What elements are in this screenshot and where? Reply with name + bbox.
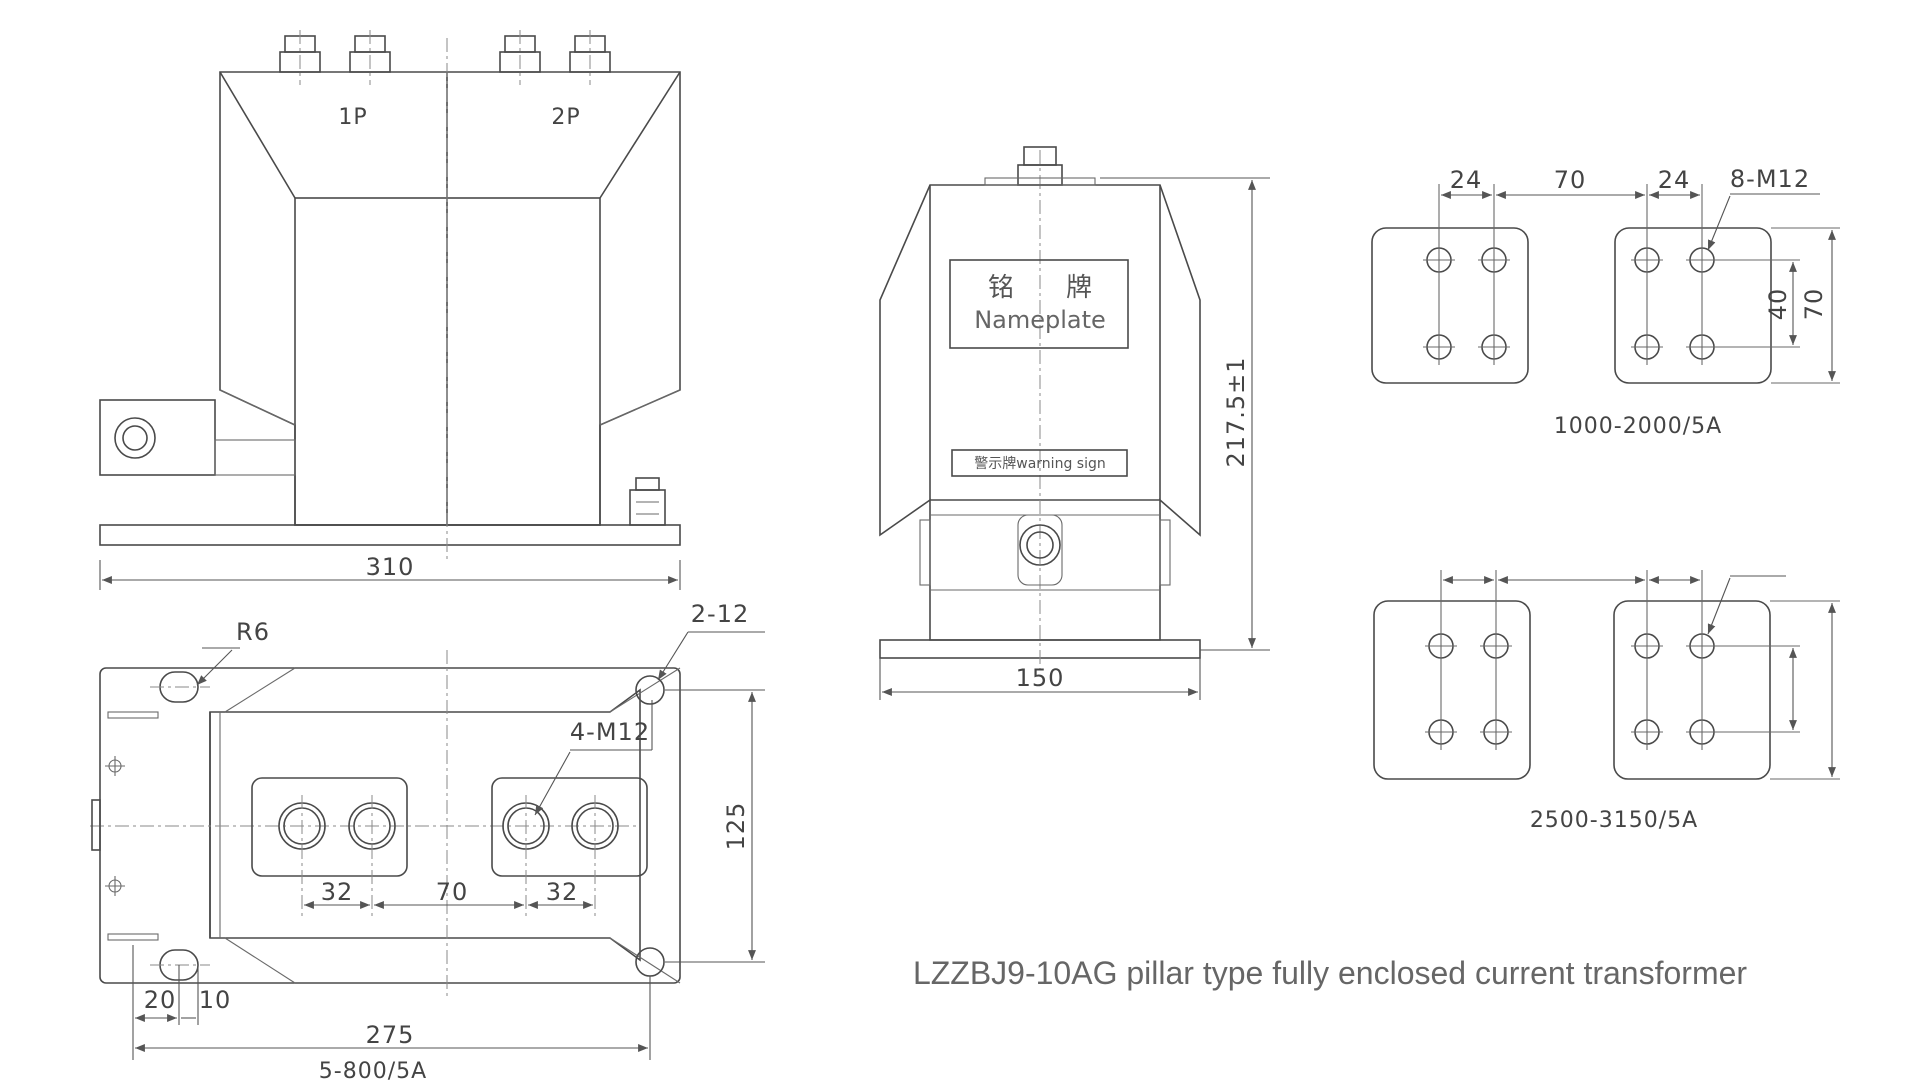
nameplate — [949, 259, 1129, 349]
front-view: 1P 2P 310 — [99, 30, 681, 590]
side-view: 铭 牌 Nameplate 警示牌warning sign 217.5±1 15… — [879, 146, 1270, 700]
warning-sign — [951, 449, 1128, 477]
front-base-plate — [99, 524, 681, 546]
mounting-hole-top — [635, 675, 665, 705]
detail1-dim-40: 40 — [1764, 288, 1792, 321]
front-width-dimension: 310 — [366, 553, 415, 581]
detail1-right-pad — [1614, 227, 1772, 384]
dim-70: 70 — [436, 878, 469, 906]
dim-20: 20 — [144, 986, 177, 1014]
holes-label: 2-12 — [691, 600, 749, 628]
plan-terminal-pad-1 — [251, 777, 408, 877]
plan-terminal-pad-2 — [491, 777, 648, 877]
front-ground-bolt — [629, 477, 666, 526]
dim-10: 10 — [199, 986, 232, 1014]
detail1-left-pad — [1371, 227, 1529, 384]
terminal-1p-label: 1P — [338, 105, 367, 130]
terminal-detail-1000-2000: 24 70 24 8-M12 40 70 1000-2000/5A — [1371, 165, 1840, 439]
dim-32-right: 32 — [546, 878, 579, 906]
detail1-threads-label: 8-M12 — [1730, 165, 1810, 193]
ratio-label-5-800: 5-800/5A — [319, 1059, 427, 1082]
detail1-dim-70-vertical: 70 — [1800, 288, 1828, 321]
nameplate-english: Nameplate — [974, 306, 1106, 334]
terminal-detail-2500-3150: 2500-3150/5A — [1373, 570, 1840, 833]
warning-sign-text: 警示牌warning sign — [974, 455, 1105, 472]
front-secondary-bushing — [114, 417, 156, 459]
figure-caption: LZZBJ9-10AG pillar type fully enclosed c… — [913, 955, 1747, 991]
front-body-outline — [219, 71, 681, 526]
side-width-dimension: 150 — [1016, 664, 1065, 692]
detail1-dim-70: 70 — [1554, 166, 1587, 194]
plan-view: R6 2-12 4-M12 32 70 32 125 20 10 275 5-8 — [90, 600, 765, 1082]
side-secondary-bushing — [1019, 524, 1061, 566]
plan-height-dimension: 125 — [722, 802, 750, 851]
front-secondary-box — [99, 399, 216, 476]
terminal-2p-label: 2P — [551, 105, 580, 130]
ratio-label-1000-2000: 1000-2000/5A — [1554, 414, 1722, 439]
detail2-right-pad — [1613, 600, 1771, 780]
mounting-hole-bottom — [635, 947, 665, 977]
detail1-dim-24-left: 24 — [1450, 166, 1483, 194]
detail2-left-pad — [1373, 600, 1531, 780]
front-terminal-bolts — [279, 30, 611, 85]
plan-length-dimension: 275 — [366, 1021, 415, 1049]
threads-label: 4-M12 — [570, 718, 650, 746]
ratio-label-2500-3150: 2500-3150/5A — [1530, 808, 1698, 833]
nameplate-chinese: 铭 牌 — [988, 273, 1092, 303]
side-body-outline — [879, 184, 1201, 641]
side-height-dimension: 217.5±1 — [1222, 356, 1250, 467]
radius-label: R6 — [236, 618, 270, 646]
detail1-dim-24-right: 24 — [1658, 166, 1691, 194]
dim-32-left: 32 — [321, 878, 354, 906]
